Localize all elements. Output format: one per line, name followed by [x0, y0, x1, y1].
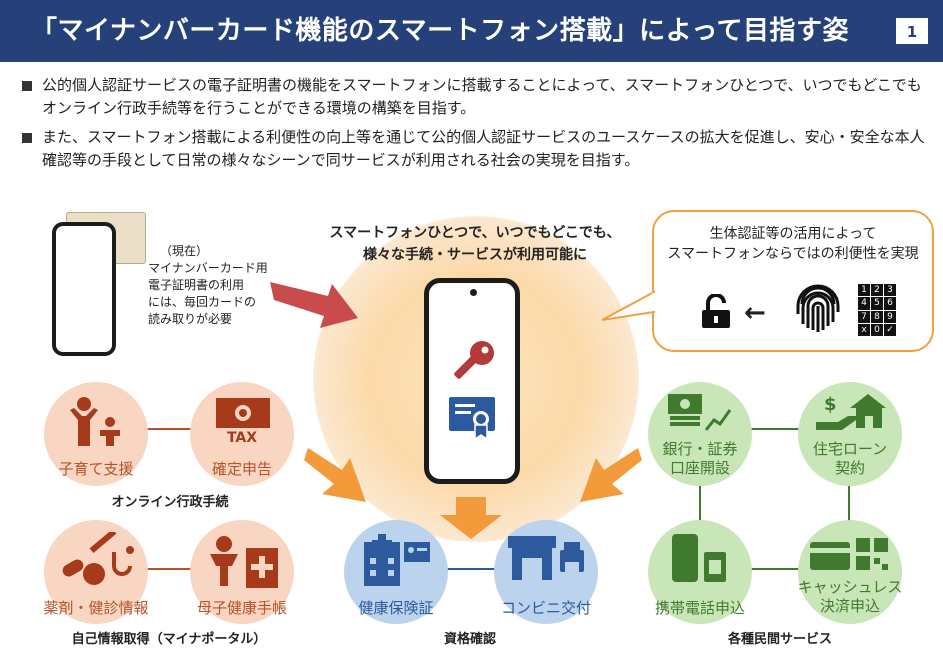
small-phone-illustration [52, 222, 116, 356]
center-caption: スマートフォンひとつで、いつでもどこでも、 様々な手続・サービスが利用可能に [300, 222, 650, 266]
page-title: 「マイナンバーカード機能のスマートフォン搭載」によって目指す姿 [30, 16, 850, 46]
keypad-key: 0 [871, 323, 883, 336]
mortgage-label-line: 住宅ローン [812, 440, 888, 458]
tax-label: 確定申告 [211, 460, 272, 478]
medicine-circle [44, 520, 148, 624]
present-line: （現在） [160, 244, 209, 258]
card-qr-icon [810, 538, 888, 570]
keypad-key: 6 [884, 297, 896, 310]
self-info-group-label: 自己情報取得（マイナポータル） [71, 632, 267, 647]
connector-line [440, 568, 510, 570]
bullet-item: また、スマートフォン搭載による利便性の向上等を通じて公的個人認証サービスのユース… [20, 126, 930, 172]
childcare-label: 子育て支援 [58, 460, 134, 478]
bullet-list: 公的個人認証サービスの電子証明書の機能をスマートフォンに搭載することによって、ス… [20, 74, 930, 178]
red-arrow-icon [270, 282, 358, 328]
connector-line [140, 428, 230, 430]
cashless-label: キャッシュレス 決済申込 [786, 578, 914, 616]
center-caption-line1: スマートフォンひとつで、いつでもどこでも、 [329, 225, 621, 241]
bank-chart-icon [668, 394, 732, 431]
keypad-key: 4 [858, 297, 870, 310]
keypad-key: 8 [871, 310, 883, 323]
bullet-square-icon [22, 133, 32, 143]
tax-circle: TAX [190, 382, 294, 486]
bank-label-line: 口座開設 [669, 459, 730, 477]
private-services-group-label: 各種民間サービス [727, 632, 832, 647]
present-description: （現在） マイナンバーカード用 電子証明書の利用 には、毎回カードの 読み取りが… [148, 243, 278, 328]
mortgage-circle: $ [798, 382, 902, 486]
childcare-icon [70, 397, 120, 446]
connector-line [699, 470, 701, 530]
unlock-icon [702, 294, 730, 328]
mortgage-label-line: 契約 [834, 459, 865, 477]
childcare-circle [44, 382, 148, 486]
key-icon [453, 341, 494, 380]
keypad-icon: 1 2 3 4 5 6 7 8 9 x 0 ✓ [858, 284, 898, 336]
online-admin-group-label: オンライン行政手続 [111, 495, 229, 510]
mobile-label: 携帯電話申込 [654, 599, 745, 617]
maternal-handbook-icon [210, 536, 278, 588]
connector-line [848, 470, 850, 530]
smartphone-illustration [424, 278, 520, 484]
mobile-circle [648, 520, 752, 624]
bubble-text: 生体認証等の活用によって スマートフォンならではの利便性を実現 [654, 224, 932, 264]
insurance-circle [344, 520, 448, 624]
house-hand-icon: $ [816, 394, 886, 430]
keypad-key: ✓ [884, 323, 896, 336]
insurance-label: 健康保険証 [358, 599, 434, 617]
bank-label: 銀行・証券 口座開設 [648, 440, 752, 478]
keypad-key: 1 [858, 284, 870, 297]
medicine-label: 薬剤・健診情報 [43, 599, 149, 617]
center-caption-line2: 様々な手続・サービスが利用可能に [363, 247, 587, 263]
present-line: 電子証明書の利用 [148, 278, 245, 292]
header-bar: 「マイナンバーカード機能のスマートフォン搭載」によって目指す姿 1 [0, 0, 943, 62]
bank-circle [648, 382, 752, 486]
bank-label-line: 銀行・証券 [662, 440, 738, 458]
keypad-key: 5 [871, 297, 883, 310]
bubble-tail [602, 290, 656, 321]
cashless-label-line: 決済申込 [819, 597, 880, 615]
present-line: マイナンバーカード用 [148, 261, 268, 275]
connector-line [740, 428, 810, 430]
bubble-line2: スマートフォンならではの利便性を実現 [667, 246, 919, 262]
maternal-circle [190, 520, 294, 624]
left-arrow-icon: ← [744, 298, 766, 328]
connector-line [740, 568, 810, 570]
bullet-square-icon [22, 81, 32, 91]
connector-line [140, 568, 230, 570]
svg-text:$: $ [824, 394, 837, 415]
money-icon [216, 398, 270, 428]
keypad-key: 3 [884, 284, 896, 297]
cashless-circle [798, 520, 902, 624]
medicine-icon [62, 532, 134, 585]
keypad-key: 9 [884, 310, 896, 323]
bullet-text: 公的個人認証サービスの電子証明書の機能をスマートフォンに搭載することによって、ス… [42, 76, 922, 117]
orange-arrow-right-icon [580, 448, 642, 502]
bubble-line1: 生体認証等の活用によって [709, 226, 877, 242]
tax-badge: TAX [226, 430, 258, 446]
keypad-key: 2 [871, 284, 883, 297]
orange-arrow-down-icon [440, 497, 502, 539]
orange-arrow-left-icon [304, 448, 366, 502]
mobile-sim-icon [672, 534, 726, 582]
maternal-label: 母子健康手帳 [196, 599, 287, 617]
fingerprint-icon [796, 284, 840, 332]
keypad-key: x [858, 323, 870, 336]
certificate-icon [449, 397, 495, 441]
camera-dot-icon [470, 289, 477, 296]
keypad-key: 7 [858, 310, 870, 323]
bullet-item: 公的個人認証サービスの電子証明書の機能をスマートフォンに搭載することによって、ス… [20, 74, 930, 120]
convenience-circle [494, 520, 598, 624]
bullet-text: また、スマートフォン搭載による利便性の向上等を通じて公的個人認証サービスのユース… [42, 128, 925, 169]
qualification-group-label: 資格確認 [443, 632, 496, 647]
mortgage-label: 住宅ローン 契約 [798, 440, 902, 478]
cashless-label-line: キャッシュレス [797, 578, 903, 596]
present-line: 読み取りが必要 [148, 312, 233, 326]
biometric-speech-bubble: 生体認証等の活用によって スマートフォンならではの利便性を実現 ← 1 2 3 … [652, 210, 934, 352]
convenience-label: コンビニ交付 [500, 599, 591, 617]
present-line: には、毎回カードの [148, 295, 257, 309]
page-number: 1 [895, 17, 929, 45]
store-printer-icon [508, 536, 584, 580]
hospital-card-icon [364, 534, 430, 586]
